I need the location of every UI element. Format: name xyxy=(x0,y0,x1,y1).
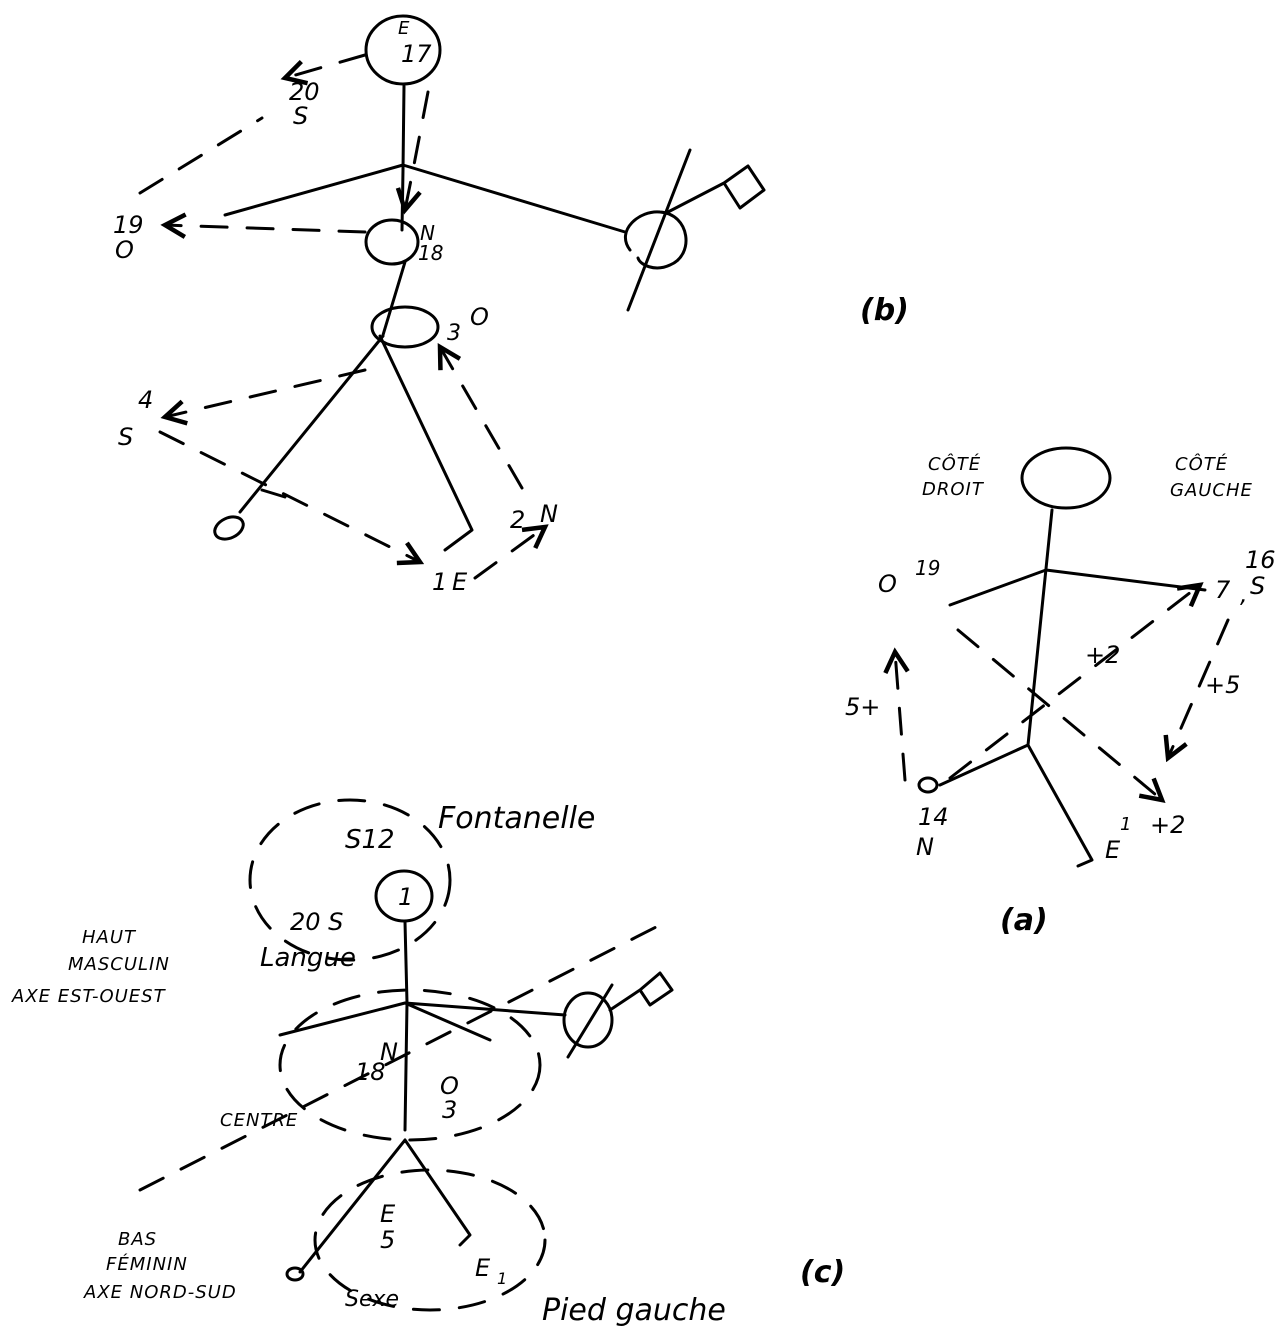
figure-c-e5-num: 5 xyxy=(380,1226,395,1254)
figure-b-chest-circle xyxy=(366,220,418,264)
figure-c-o-num: 3 xyxy=(442,1096,457,1124)
figure-b-dash-head-to-chest xyxy=(405,92,428,210)
figure-b-4: 4 xyxy=(138,386,153,414)
figure-b-flag-pole xyxy=(628,150,690,310)
figure-b-2: 2 xyxy=(510,506,525,534)
figure-b-dash-1-to-2 xyxy=(475,527,545,578)
figure-b-hip-num: 3 xyxy=(447,321,461,346)
figure-a-five-plus: 5+ xyxy=(845,693,880,721)
figure-c-fontanelle-zone xyxy=(250,800,450,960)
figure-b-19: 19 xyxy=(113,211,144,239)
figure-a-s-dir: S xyxy=(1250,572,1265,600)
figure-b-4-dir: S xyxy=(118,423,133,451)
figure-a-dash-14-to-16 xyxy=(950,585,1200,778)
figure-b-dash-head-to-20 xyxy=(285,55,365,78)
figure-c-bas-3: AXE NORD-SUD xyxy=(83,1282,237,1303)
figure-a-head xyxy=(1022,448,1110,508)
figure-a-o-num: 19 xyxy=(915,556,940,580)
figure-b-caption: (b) xyxy=(860,293,909,328)
figure-c-haut-2: MASCULIN xyxy=(68,954,170,975)
figure-a-plus2-mid: +2 xyxy=(1085,641,1120,669)
figure-c-caption: (c) xyxy=(800,1255,845,1290)
figure-c-e1-sub: 1 xyxy=(497,1269,507,1288)
figure-b-chest-num: 18 xyxy=(418,241,443,265)
figure-b-20-dir: S xyxy=(293,102,308,130)
figure-a-legs xyxy=(940,745,1092,866)
figure-b-leg-tick xyxy=(262,490,285,497)
figure-b: E 17 20 S 19 O N 18 3 O 4 S 2 N 1 E (b) xyxy=(113,16,909,596)
figure-a-s-num: 16 xyxy=(1245,546,1276,574)
figure-c-spine xyxy=(405,922,407,1130)
figure-b-1-dir: E xyxy=(452,568,468,596)
figure-c-n-num: 18 xyxy=(355,1058,386,1086)
figure-a-caption: (a) xyxy=(1000,903,1048,938)
figure-c-s20: 20 S xyxy=(290,908,343,936)
figure-b-head-number: 17 xyxy=(401,40,432,68)
figure-c-haut-3: AXE EST-OUEST xyxy=(11,986,167,1007)
figure-a-plus5: +5 xyxy=(1205,671,1240,699)
figure-a-left-side-1: CÔTÉ xyxy=(1175,453,1228,475)
figure-c: Fontanelle S12 1 20 S Langue HAUT MASCUL… xyxy=(11,800,845,1328)
figure-b-hip-dir: O xyxy=(470,303,489,331)
figure-a-right-side-2: DROIT xyxy=(922,479,985,500)
figure-c-s12: S12 xyxy=(345,825,395,855)
figure-c-bas-1: BAS xyxy=(118,1229,157,1250)
figure-b-dash-chest-to-19 xyxy=(165,225,365,232)
figure-c-hand-circle xyxy=(564,993,612,1047)
figure-b-dash-2-to-3 xyxy=(440,347,522,488)
figure-b-dash-19-to-20 xyxy=(140,118,262,193)
figure-b-spine xyxy=(383,86,405,335)
figure-a-n-num: 14 xyxy=(918,803,949,831)
figure-b-19-dir: O xyxy=(115,236,134,264)
figure-a-comma: , xyxy=(1240,580,1248,608)
figure-c-flag xyxy=(610,973,672,1010)
figure-a-dash-14-to-19 xyxy=(895,652,905,780)
figure-a-left-side-2: GAUCHE xyxy=(1170,480,1253,501)
figure-c-haut-1: HAUT xyxy=(82,927,137,948)
figure-c-head-num: 1 xyxy=(398,883,413,911)
figure-c-centre: CENTRE xyxy=(220,1110,298,1131)
figure-c-pied-gauche: Pied gauche xyxy=(542,1293,726,1328)
figure-a-foot xyxy=(919,778,937,792)
figure-a: CÔTÉ DROIT CÔTÉ GAUCHE O 19 16 S 7 , +2 … xyxy=(845,448,1276,938)
figure-a-e-num: 1 xyxy=(1120,814,1131,835)
figure-a-arms xyxy=(950,570,1205,605)
figure-a-dash-19-to-e xyxy=(958,630,1162,800)
figure-c-foot xyxy=(287,1268,303,1280)
figure-c-axis-line xyxy=(140,925,660,1190)
figure-b-head-letter: E xyxy=(398,18,410,39)
figure-b-left-foot xyxy=(211,513,247,544)
figure-b-2-dir: N xyxy=(540,500,558,528)
figure-a-seven: 7 xyxy=(1215,576,1231,604)
figure-c-langue: Langue xyxy=(260,943,356,973)
figure-a-plus2-bottom: +2 xyxy=(1150,811,1185,839)
figure-c-e1: E xyxy=(475,1254,491,1282)
figure-c-center-zone xyxy=(280,990,540,1140)
figure-c-fontanelle: Fontanelle xyxy=(438,801,595,836)
figure-a-n-dir: N xyxy=(916,833,934,861)
figure-a-right-side-1: CÔTÉ xyxy=(928,453,981,475)
figure-a-o-dir: O xyxy=(878,570,897,598)
figure-b-1: 1 xyxy=(432,568,447,596)
figure-b-legs xyxy=(240,336,472,550)
figure-a-e-dir: E xyxy=(1105,836,1121,864)
figure-c-arms xyxy=(280,1003,565,1040)
figure-c-bas-2: FÉMININ xyxy=(106,1253,188,1275)
figure-c-e5-dir: E xyxy=(380,1200,396,1228)
figure-c-sexe: Sexe xyxy=(345,1287,399,1312)
